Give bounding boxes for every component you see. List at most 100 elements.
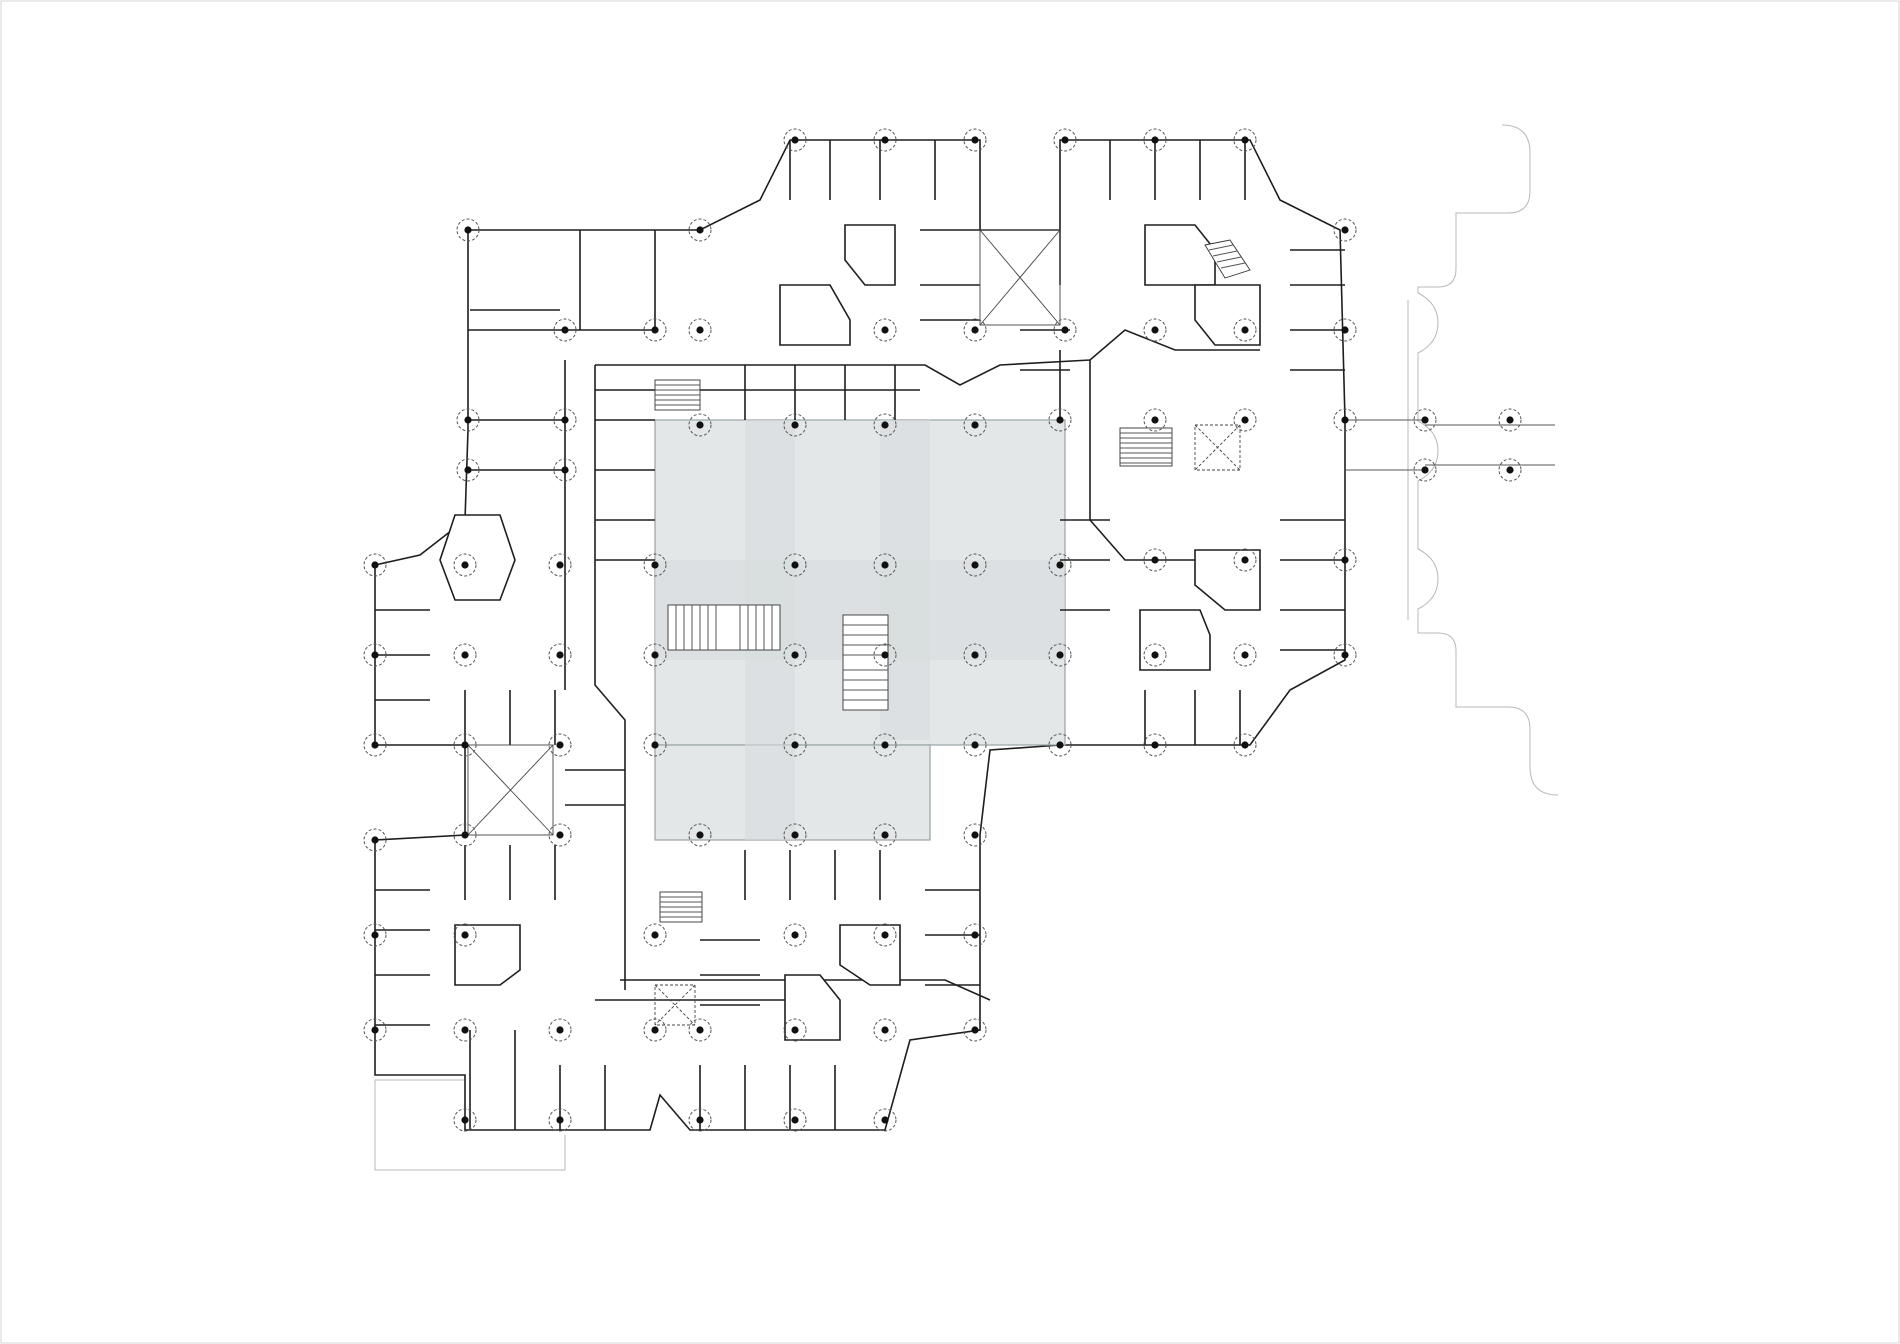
column (556, 561, 564, 569)
column-ring (873, 318, 897, 342)
column-ring (553, 318, 577, 342)
column-ring (1048, 553, 1072, 577)
column-ring (553, 458, 577, 482)
room-partitions-north (744, 140, 980, 420)
column-ring (1233, 318, 1257, 342)
column (696, 226, 704, 234)
column (791, 136, 799, 144)
column (1241, 741, 1249, 749)
column-ring (963, 128, 987, 152)
column (371, 561, 379, 569)
column (371, 651, 379, 659)
column-ring (1053, 318, 1077, 342)
room-partitions-east (1060, 519, 1345, 745)
column (696, 326, 704, 334)
core-south-a (839, 924, 901, 986)
column-ring (783, 128, 807, 152)
core-north-west-a (844, 224, 896, 286)
void-south-dashed (654, 984, 696, 1026)
column-ring (453, 1018, 477, 1042)
column-ring (963, 643, 987, 667)
stair-south (659, 891, 703, 923)
column-ring (363, 1018, 387, 1042)
column (696, 421, 704, 429)
atrium-stair-west (667, 604, 781, 651)
column (791, 831, 799, 839)
column (651, 651, 659, 659)
column (556, 1116, 564, 1124)
column (1061, 326, 1069, 334)
column (1341, 226, 1349, 234)
column-ring (688, 1018, 712, 1042)
column-ring (688, 218, 712, 242)
column-ring (1233, 128, 1257, 152)
column-ring (548, 823, 572, 847)
column-ring (688, 413, 712, 437)
void-west (467, 744, 554, 836)
column-ring (363, 643, 387, 667)
column (1151, 326, 1159, 334)
column (1241, 416, 1249, 424)
column-ring (783, 733, 807, 757)
column (1341, 556, 1349, 564)
column-ring (873, 1018, 897, 1042)
column (461, 651, 469, 659)
column (881, 561, 889, 569)
column-ring (456, 458, 480, 482)
column-ring (363, 733, 387, 757)
void-north (979, 229, 1061, 326)
link-bridge (1345, 419, 1555, 471)
column-ring (963, 1018, 987, 1042)
column (791, 421, 799, 429)
column-ring (453, 823, 477, 847)
column (881, 136, 889, 144)
room-partitions-south (375, 845, 980, 1130)
column (371, 1026, 379, 1034)
column-ring (1498, 458, 1522, 482)
column-ring (548, 733, 572, 757)
column-ring (963, 733, 987, 757)
column (371, 931, 379, 939)
neighbouring-building-outline (1417, 124, 1559, 796)
column (1061, 136, 1069, 144)
column (651, 741, 659, 749)
column (651, 561, 659, 569)
column-ring (873, 643, 897, 667)
column-ring (873, 128, 897, 152)
column (1056, 416, 1064, 424)
column-ring (783, 553, 807, 577)
column-ring (783, 413, 807, 437)
column-ring (873, 413, 897, 437)
column (971, 741, 979, 749)
column-ring (1333, 643, 1357, 667)
column (561, 416, 569, 424)
column-ring (548, 1108, 572, 1132)
atrium-escalator (842, 614, 889, 711)
column (791, 1026, 799, 1034)
column (1056, 741, 1064, 749)
column (696, 1116, 704, 1124)
core-north-east-a (1144, 224, 1216, 286)
column-ring (643, 1018, 667, 1042)
column-ring (873, 733, 897, 757)
column-ring (1233, 733, 1257, 757)
column (791, 1116, 799, 1124)
column-ring (783, 1108, 807, 1132)
column (561, 466, 569, 474)
column (971, 651, 979, 659)
column (651, 1026, 659, 1034)
column-ring (873, 923, 897, 947)
column-ring (643, 318, 667, 342)
annex-outline (374, 1079, 566, 1171)
column (556, 831, 564, 839)
column-ring (963, 823, 987, 847)
column-ring (643, 923, 667, 947)
column-ring (1233, 408, 1257, 432)
column-ring (548, 1018, 572, 1042)
column (464, 416, 472, 424)
column (1056, 561, 1064, 569)
column-ring (688, 318, 712, 342)
core-west-lobby (439, 514, 516, 601)
column (881, 741, 889, 749)
